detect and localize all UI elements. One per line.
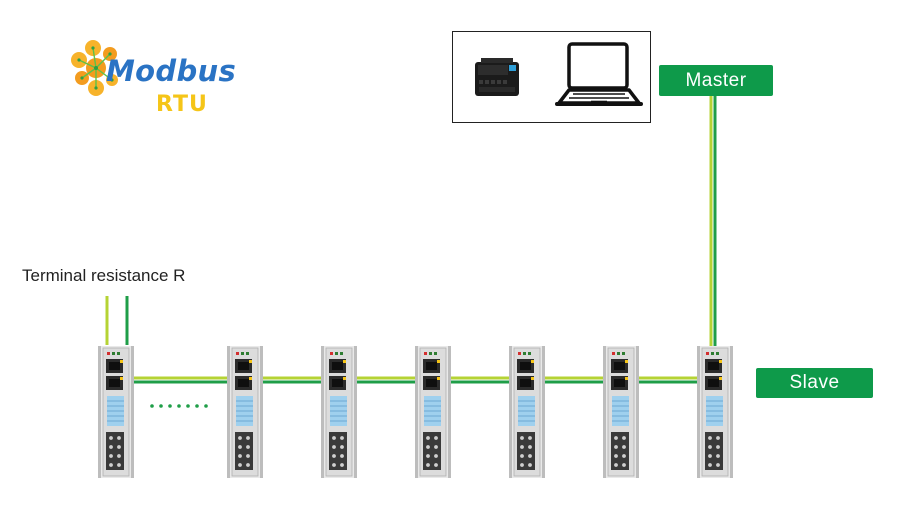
slave-device-3 [321, 346, 357, 478]
laptop-icon [555, 42, 643, 106]
ellipsis-dots [150, 404, 208, 408]
slave-device-1 [98, 346, 134, 478]
bus-segments [134, 376, 698, 384]
slave-device-4 [415, 346, 451, 478]
master-devices-box [452, 31, 651, 123]
slave-device-7 [697, 346, 733, 478]
modbus-logo-icon [71, 40, 118, 96]
master-label: Master [659, 65, 773, 96]
logo-subtitle: RTU [156, 92, 208, 117]
slave-label: Slave [756, 368, 873, 398]
modbus-logo: Modbus RTU [66, 38, 276, 128]
terminal-resistance-label: Terminal resistance R [22, 266, 186, 285]
logo-title: Modbus [106, 54, 237, 88]
slave-device-5 [509, 346, 545, 478]
plc-icon [475, 58, 519, 96]
terminal-resistance-wires [105, 296, 129, 345]
slave-device-6 [603, 346, 639, 478]
master-link [709, 96, 717, 346]
slave-device-2 [227, 346, 263, 478]
